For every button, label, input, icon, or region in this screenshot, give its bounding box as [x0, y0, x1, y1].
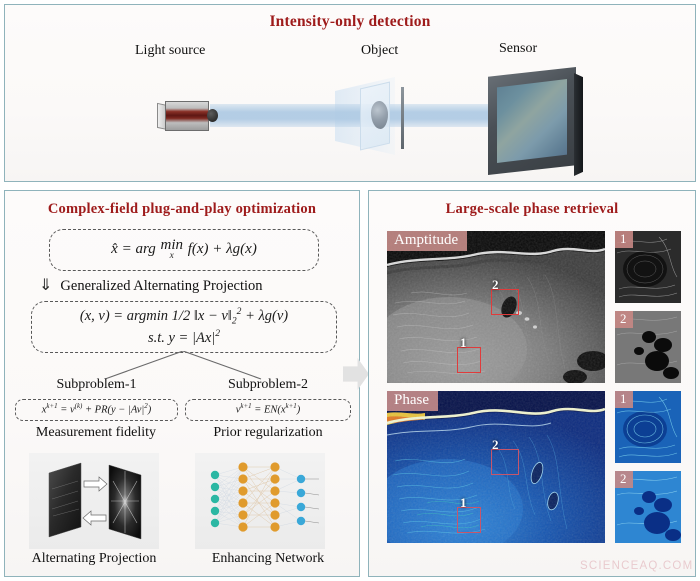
phase-roi-1-label: 1: [460, 495, 467, 510]
eq4-p2: = EN(x: [251, 404, 286, 416]
equation-subproblem-2: vk+1 = EN(xk+1): [236, 403, 301, 416]
eq4-p1: v: [235, 404, 241, 416]
sample-holder-bar-icon: [401, 87, 404, 149]
eq4-s1: k+1: [240, 403, 252, 411]
eq2-line2-sup: 2: [215, 328, 221, 340]
equation-box-gap: (x, v) = argmin 1/2 ‖x − v‖22 + λg(v) s.…: [31, 301, 337, 353]
subproblem-2-heading: Subproblem-2: [227, 377, 309, 392]
panel-intensity-only-detection: Intensity-only detection Light source Ob…: [4, 4, 696, 182]
amplitude-thumbnail-2: 2: [615, 311, 681, 383]
sample-specimen-icon: [371, 101, 388, 129]
down-arrow-icon: ⇓: [39, 277, 53, 294]
panel-title-phase-retrieval: Large-scale phase retrieval: [445, 201, 619, 217]
equation-box-objective: x̂ = arg min x f(x) + λg(x): [49, 229, 319, 271]
eq3-p4: ): [147, 404, 152, 416]
phase-image: Phase 2 1: [387, 391, 605, 543]
equation-gap-line2: s.t. y = |Ax|2: [147, 328, 221, 347]
eq1-arg: arg: [135, 241, 156, 258]
eq4-s2: k+1: [285, 403, 297, 411]
transition-label: Generalized Alternating Projection: [60, 277, 263, 294]
eq3-s1: k+1: [46, 403, 58, 411]
amplitude-thumbnail-2-tag: 2: [615, 311, 633, 328]
eq1-min-subscript: x: [169, 251, 174, 262]
eq2-line1-sup: 2: [236, 306, 242, 317]
eq2-line1-sub: 2: [231, 315, 237, 327]
label-object: Object: [361, 43, 399, 58]
sensor-screen: [497, 79, 567, 163]
subproblem-1-heading: Subproblem-1: [56, 377, 137, 392]
equation-subproblem-1: xk+1 = v(k) + PR(y − |Av|2): [42, 403, 151, 416]
caption-alternating-projection: Alternating Projection: [31, 551, 157, 566]
laser-lens-icon: [207, 109, 218, 122]
alternating-projection-diagram-icon: [29, 453, 159, 549]
laser-source-body: [165, 101, 209, 131]
amplitude-roi-2: [491, 289, 519, 315]
amplitude-roi-1: [457, 347, 481, 373]
eq1-min: min: [160, 237, 183, 254]
label-sensor: Sensor: [499, 41, 538, 56]
eq2-line1-a: (x, v) = argmin 1/2 ‖x − v‖: [79, 307, 232, 324]
panel-complex-field-optimization: Complex-field plug-and-play optimization…: [4, 190, 360, 577]
eq3-p1: x: [41, 404, 47, 416]
equation-objective: x̂ = arg min x f(x) + λg(x): [111, 237, 257, 262]
amplitude-thumbnail-1: 1: [615, 231, 681, 303]
eq3-p2: = v: [57, 404, 75, 416]
eq1-argmin-stack: min x: [160, 237, 183, 262]
equation-box-subproblem-2: vk+1 = EN(xk+1): [185, 399, 351, 421]
panel-large-scale-phase-retrieval: Large-scale phase retrieval: [368, 190, 696, 577]
eq3-s3: 2: [144, 403, 148, 411]
phase-roi-1: [457, 507, 481, 533]
sensor-edge: [574, 73, 583, 176]
equation-gap-line1: (x, v) = argmin 1/2 ‖x − v‖22 + λg(v): [79, 306, 289, 327]
phase-thumbnail-1-tag: 1: [615, 391, 633, 408]
eq2-line1-b: + λg(v): [241, 307, 289, 324]
amplitude-image-tag: Amptitude: [387, 231, 468, 251]
eq1-rest: f(x) + λg(x): [187, 241, 257, 258]
panel-title-complex-field-optimization: Complex-field plug-and-play optimization: [47, 201, 317, 217]
eq3-p3: + PR(y − |Av|: [82, 404, 145, 416]
eq2-line2-a: s.t. y = |Ax|: [147, 330, 216, 347]
label-light-source: Light source: [135, 43, 206, 58]
eq1-lhs: x̂ =: [111, 241, 132, 258]
watermark-text: SCIENCEAQ.COM: [580, 560, 694, 572]
subproblem-2-role: Prior regularization: [213, 425, 323, 440]
transition-row: ⇓ Generalized Alternating Projection: [39, 276, 329, 296]
phase-thumbnail-1: 1: [615, 391, 681, 463]
panel-title-intensity-detection: Intensity-only detection: [269, 13, 431, 30]
neural-network-diagram-icon: [195, 453, 325, 549]
amplitude-image: Amptitude 2 1: [387, 231, 605, 383]
equation-box-subproblem-1: xk+1 = v(k) + PR(y − |Av|2): [15, 399, 178, 421]
eq4-p3: ): [296, 404, 301, 416]
phase-image-tag: Phase: [387, 391, 438, 411]
eq3-s2: (k): [74, 403, 83, 411]
amplitude-roi-2-label: 2: [492, 277, 499, 292]
phase-thumbnail-2-tag: 2: [615, 471, 633, 488]
phase-roi-2-label: 2: [492, 437, 499, 452]
camera-sensor-icon: [488, 67, 588, 176]
phase-thumbnail-2: 2: [615, 471, 681, 543]
phase-roi-2: [491, 449, 519, 475]
caption-enhancing-network: Enhancing Network: [211, 551, 325, 566]
subproblem-1-role: Measurement fidelity: [35, 425, 157, 440]
laser-source-icon: [157, 101, 218, 131]
amplitude-roi-1-label: 1: [460, 335, 467, 350]
amplitude-thumbnail-1-tag: 1: [615, 231, 633, 248]
